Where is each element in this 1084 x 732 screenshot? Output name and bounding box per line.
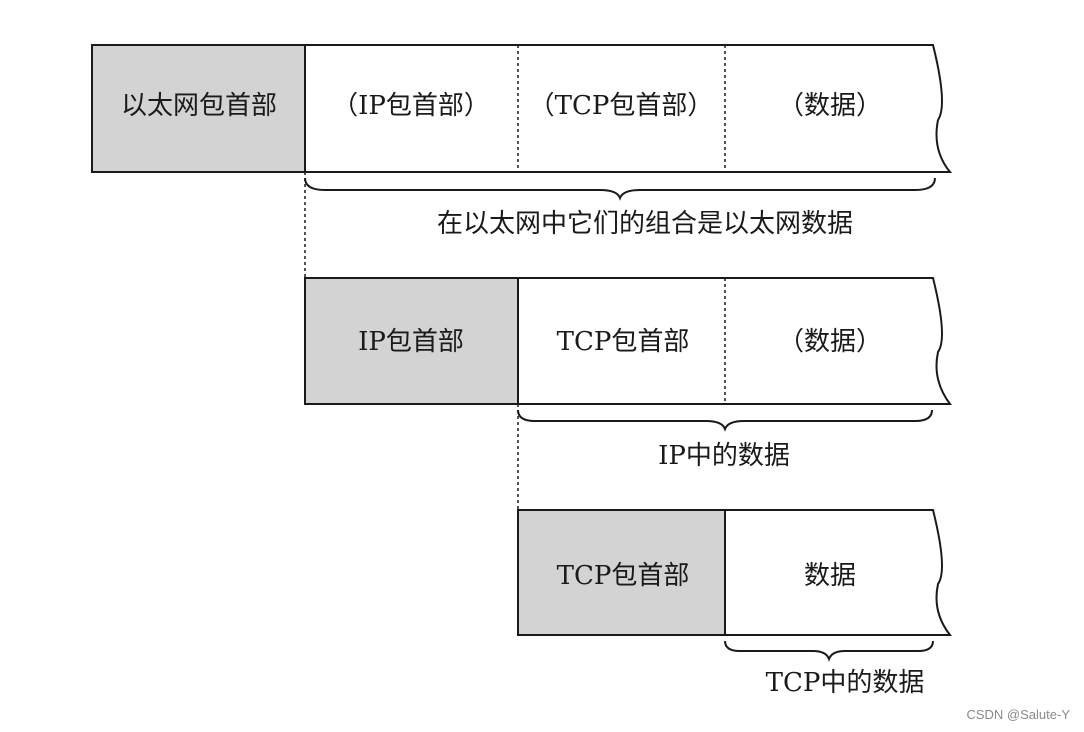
ethernet-ip-header-label: （IP包首部） [332,91,490,121]
ethernet-tcp-header-label: （TCP包首部） [529,91,714,121]
ip-data-caption: IP中的数据 [658,441,790,471]
ip-tcp-header-label: TCP包首部 [557,327,690,357]
tcp-header-label: TCP包首部 [557,561,690,591]
ethernet-frame-body [304,44,953,173]
ip-data-brace [517,409,933,432]
ip-data-label: （数据） [778,327,882,357]
tcp-segment: TCP包首部 数据 [517,509,953,636]
ethernet-data-label: （数据） [778,91,882,121]
ethernet-data-brace [304,177,936,201]
ethernet-frame: 以太网包首部 （IP包首部） （TCP包首部） （数据） [91,44,953,173]
ip-header-cell [304,277,519,405]
ethernet-header-cell [91,44,306,173]
ip-packet-body [517,277,952,405]
watermark: CSDN @Salute-Y [966,707,1070,722]
tcp-data-label: 数据 [804,561,856,591]
ip-header-label: IP包首部 [358,327,464,357]
tcp-data-brace [724,640,934,662]
ip-packet: IP包首部 TCP包首部 （数据） [304,277,952,405]
ethernet-data-caption: 在以太网中它们的组合是以太网数据 [437,209,853,239]
tcp-segment-body [724,509,953,636]
tcp-header-cell [517,509,726,636]
ethernet-header-label: 以太网包首部 [121,91,277,121]
tcp-data-caption: TCP中的数据 [766,668,925,698]
